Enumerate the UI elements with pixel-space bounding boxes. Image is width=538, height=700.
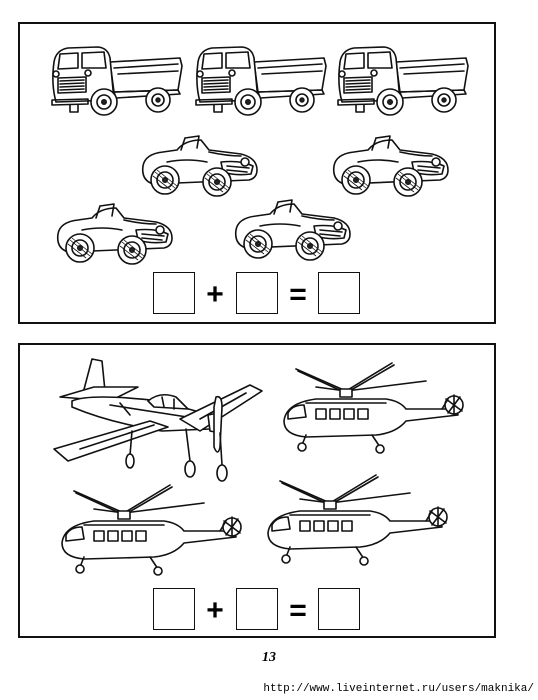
page-number: 13 (262, 650, 276, 665)
equals-sign: = (289, 594, 307, 627)
truck-icon (192, 44, 332, 119)
aircraft-panel: + = (18, 343, 496, 638)
answer-box-result[interactable] (318, 272, 360, 314)
convertible-car-icon (52, 200, 177, 268)
truck-icon (48, 44, 188, 119)
answer-box-first[interactable] (153, 588, 195, 630)
helicopter-icon (276, 359, 466, 459)
answer-box-second[interactable] (236, 272, 278, 314)
watermark-url: http://www.liveinternet.ru/users/maknika… (263, 683, 534, 695)
airplane-icon (50, 357, 265, 487)
plus-sign: + (206, 594, 224, 627)
equals-sign: = (289, 278, 307, 311)
truck-icon (334, 44, 474, 119)
helicopter-icon (260, 471, 450, 571)
plus-sign: + (206, 278, 224, 311)
vehicles-panel: + = (18, 22, 496, 324)
answer-box-result[interactable] (318, 588, 360, 630)
answer-box-first[interactable] (153, 272, 195, 314)
convertible-car-icon (137, 132, 262, 200)
helicopter-icon (54, 481, 244, 581)
convertible-car-icon (230, 196, 355, 264)
answer-box-second[interactable] (236, 588, 278, 630)
convertible-car-icon (328, 132, 453, 200)
